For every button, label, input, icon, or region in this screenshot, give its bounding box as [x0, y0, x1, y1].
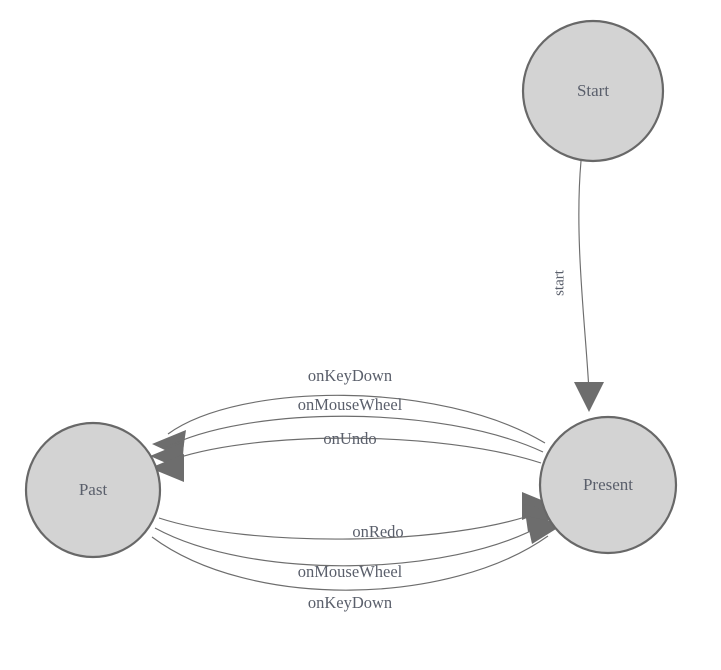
edge-label-onredo: onRedo [352, 522, 403, 541]
edge-label-onmousewheel-redo: onMouseWheel [298, 562, 403, 581]
edge-path-past-to-present-onredo [158, 511, 541, 540]
state-node-past[interactable]: Past [24, 421, 162, 559]
edge-arrowhead-start-to-present [574, 382, 604, 412]
state-node-present[interactable]: Present [538, 415, 678, 555]
edge-arrowhead-present-to-past-onundo [150, 454, 184, 482]
nodes-layer: Start Past Present [24, 19, 678, 559]
state-node-past-circle[interactable] [24, 421, 162, 559]
state-node-present-circle[interactable] [538, 415, 678, 555]
edge-label-onundo: onUndo [323, 429, 376, 448]
edge-start-to-present[interactable]: start [551, 160, 604, 412]
edge-path-present-to-past-onkeydown [167, 394, 546, 444]
state-node-past-label: Past [79, 480, 108, 499]
state-node-start-circle[interactable] [521, 19, 665, 163]
edge-label-onkeydown-redo: onKeyDown [308, 593, 392, 612]
state-node-start-label: Start [577, 81, 609, 100]
edge-label-start: start [551, 269, 567, 296]
edge-label-onmousewheel-undo: onMouseWheel [298, 395, 403, 414]
state-node-present-label: Present [583, 475, 633, 494]
edge-label-onkeydown-undo: onKeyDown [308, 366, 392, 385]
edge-path-start-to-present [578, 160, 590, 393]
edges-layer: start onKeyDown onMouseWheel onUndo [150, 160, 604, 612]
edge-path-past-to-present-onkeydown [151, 535, 549, 591]
state-node-start[interactable]: Start [521, 19, 665, 163]
edge-path-past-to-present-onmousewheel [154, 523, 545, 567]
edge-path-present-to-past-onmousewheel [164, 415, 544, 453]
edge-path-present-to-past-onundo [165, 437, 542, 464]
edge-past-to-present-onredo[interactable]: onRedo [158, 492, 556, 541]
edge-present-to-past-onundo[interactable]: onUndo [150, 429, 542, 482]
